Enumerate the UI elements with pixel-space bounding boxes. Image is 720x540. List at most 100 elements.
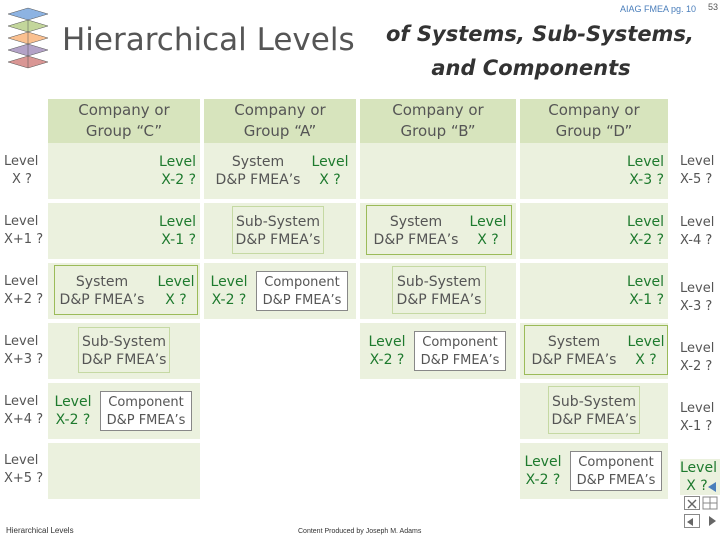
system-line: D&P FMEA’s bbox=[531, 352, 617, 368]
subsystem-line: D&P FMEA’s bbox=[396, 292, 482, 308]
system-line: D&P FMEA’s bbox=[373, 232, 459, 248]
subsystem-box-d bbox=[548, 386, 640, 434]
row-label-line: Level bbox=[4, 274, 39, 289]
system-line: System bbox=[231, 154, 285, 170]
right-label-line: X-5 ? bbox=[680, 172, 713, 187]
column-header-a: Company or Group “A” bbox=[204, 99, 356, 144]
level-line: Level bbox=[524, 454, 562, 470]
level-line: X ? bbox=[477, 232, 499, 248]
arrow-left-icon bbox=[687, 518, 693, 526]
level-line: X ? bbox=[319, 172, 341, 188]
cell-d-r1 bbox=[520, 203, 668, 259]
footer-left-text: Hierarchical Levels bbox=[6, 526, 74, 535]
level-line: Level bbox=[54, 394, 92, 410]
back-button[interactable] bbox=[684, 514, 700, 528]
system-line: System bbox=[547, 334, 601, 350]
cell-a-r0 bbox=[204, 143, 356, 199]
row-label-line: X+1 ? bbox=[4, 232, 44, 247]
column-header-b: Company or Group “B” bbox=[360, 99, 516, 144]
column-header-line: Group “A” bbox=[243, 122, 317, 140]
level-line: Level bbox=[159, 214, 196, 230]
cell-b-r0 bbox=[360, 143, 516, 199]
triangle-left-icon bbox=[708, 482, 716, 492]
level-line: Level bbox=[210, 274, 248, 290]
right-label-line: X-3 ? bbox=[680, 299, 713, 314]
system-line: D&P FMEA’s bbox=[59, 292, 145, 308]
page-title: Hierarchical Levels bbox=[62, 22, 355, 58]
right-label-line: Level bbox=[680, 154, 715, 169]
right-label-line: Level bbox=[680, 341, 715, 356]
level-line: Level bbox=[627, 334, 665, 350]
row-label-line: X ? bbox=[12, 172, 32, 187]
column-header-line: Company or bbox=[392, 101, 484, 119]
previous-slide-button[interactable] bbox=[706, 480, 718, 492]
cell-d-r0 bbox=[520, 143, 668, 199]
right-label-line: Level bbox=[680, 401, 715, 416]
level-line: X-2 ? bbox=[525, 472, 561, 488]
component-line: Component bbox=[422, 335, 498, 350]
system-box-d bbox=[524, 325, 668, 375]
level-line: X ? bbox=[635, 352, 657, 368]
stacked-layers-logo bbox=[7, 7, 49, 69]
column-header-line: Group “B” bbox=[400, 122, 476, 140]
subsystem-line: D&P FMEA’s bbox=[235, 232, 321, 248]
column-header-d: Company or Group “D” bbox=[520, 99, 668, 144]
subsystem-line: Sub-System bbox=[397, 274, 481, 290]
forward-button[interactable] bbox=[702, 514, 718, 528]
right-label-line: X ? bbox=[686, 478, 708, 494]
right-label-line: X-4 ? bbox=[680, 233, 713, 248]
column-header-line: Company or bbox=[78, 101, 170, 119]
level-line: X ? bbox=[165, 292, 187, 308]
level-d-r3: Level X ? bbox=[624, 333, 668, 369]
cell-c-r5 bbox=[48, 443, 200, 499]
level-line: Level bbox=[627, 214, 664, 230]
subsystem-line: Sub-System bbox=[236, 214, 320, 230]
component-line: D&P FMEA’s bbox=[576, 473, 656, 488]
level-line: Level bbox=[627, 154, 664, 170]
x-button[interactable] bbox=[684, 496, 700, 510]
grid-button[interactable] bbox=[702, 496, 718, 510]
row-label-line: Level bbox=[4, 214, 39, 229]
cell-c-r0 bbox=[48, 143, 200, 199]
level-line: Level bbox=[627, 274, 664, 290]
right-label-line: Level bbox=[680, 215, 715, 230]
system-box-c bbox=[54, 265, 198, 315]
row-label-line: Level bbox=[4, 154, 39, 169]
component-line: Component bbox=[578, 455, 654, 470]
right-label-line: Level bbox=[680, 460, 717, 476]
right-label-line: X-1 ? bbox=[680, 419, 713, 434]
row-label-line: Level bbox=[4, 394, 39, 409]
right-label-line: Level bbox=[680, 281, 715, 296]
subsystem-line: D&P FMEA’s bbox=[81, 352, 167, 368]
component-line: Component bbox=[108, 395, 184, 410]
component-line: D&P FMEA’s bbox=[106, 413, 186, 428]
right-label-line: X-2 ? bbox=[680, 359, 713, 374]
page-subtitle-line1: of Systems, Sub-Systems, bbox=[386, 22, 694, 46]
cell-c-r1 bbox=[48, 203, 200, 259]
level-line: X-3 ? bbox=[629, 172, 664, 188]
